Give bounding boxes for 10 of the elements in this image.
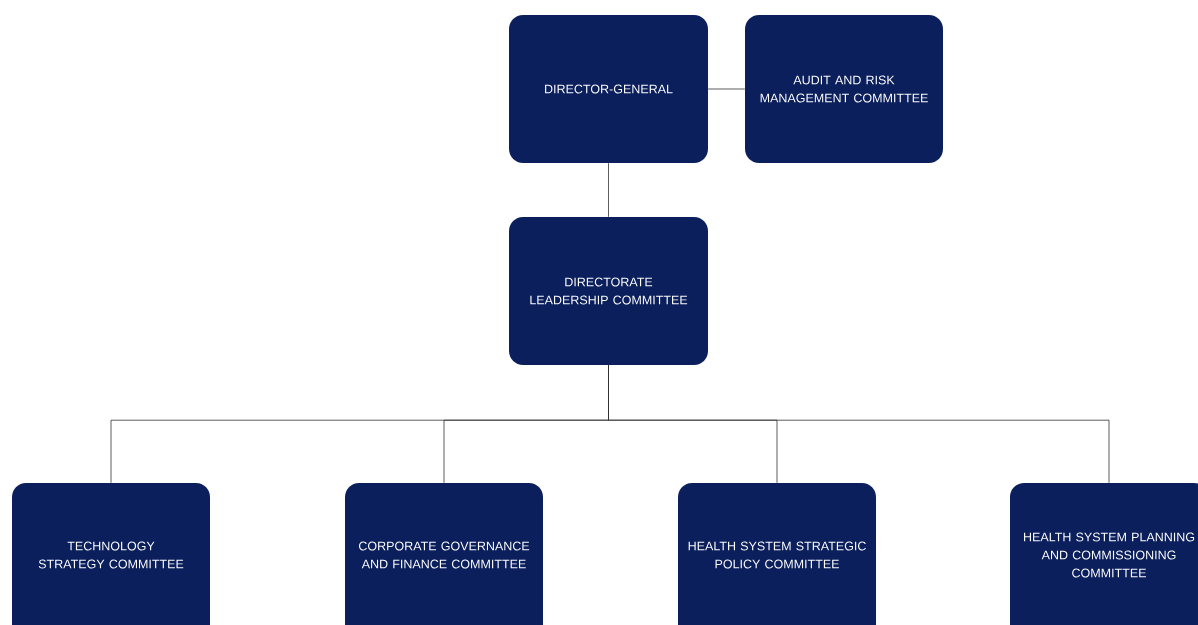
- committee-box: HEALTH SYSTEM STRATEGIC POLICY COMMITTEE: [678, 483, 876, 625]
- committee-box: HEALTH SYSTEM PLANNING AND COMMISSIONING COMMITTEE: [1010, 483, 1198, 625]
- committee-box: TECHNOLOGY STRATEGY COMMITTEE: [12, 483, 210, 625]
- connector-line: [608, 364, 1110, 484]
- committee-box: DIRECTOR-GENERAL: [509, 15, 708, 163]
- committee-box: AUDIT AND RISK MANAGEMENT COMMITTEE: [745, 15, 943, 163]
- committee-box: CORPORATE GOVERNANCE AND FINANCE COMMITTEE: [345, 483, 543, 625]
- connector-line: [707, 88, 746, 90]
- committee-box: DIRECTORATE LEADERSHIP COMMITTEE: [509, 217, 708, 365]
- connector-line: [608, 162, 609, 218]
